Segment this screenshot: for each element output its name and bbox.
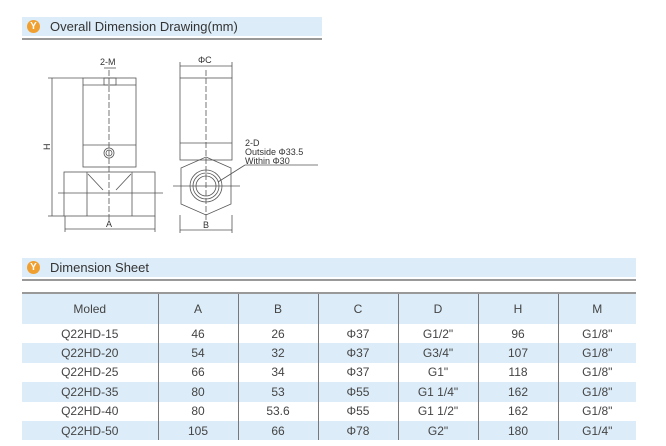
table-cell: G1/8": [557, 362, 636, 383]
column-header: D: [397, 293, 478, 324]
table-cell: Q22HD-15: [61, 326, 119, 341]
sheet-section-header: Y Dimension Sheet: [22, 258, 636, 277]
table-cell: G1/8": [557, 382, 636, 402]
table-cell: 46: [157, 324, 238, 344]
table-cell: 34: [237, 362, 318, 383]
table-cell: 54: [157, 343, 238, 363]
c-label: ΦC: [198, 55, 212, 65]
y-icon: Y: [27, 261, 40, 274]
dimension-drawing: 2-M ΦC H A B 2-D Outside Φ33.5 Within Φ3…: [42, 55, 318, 233]
table-cell: Q22HD-40: [61, 404, 119, 419]
table-cell: 107: [477, 343, 558, 363]
table-cell: G1/8": [557, 324, 636, 344]
table-cell: G1 1/2": [397, 401, 478, 421]
d-label: 2-D: [245, 138, 260, 148]
table-cell: 32: [237, 343, 318, 363]
column-header: H: [477, 293, 558, 324]
table-cell: Φ55: [317, 401, 398, 421]
table-cell: G2": [397, 420, 478, 441]
column-header: Moled: [22, 293, 158, 324]
table-cell: 80: [157, 382, 238, 402]
column-header: C: [317, 293, 398, 324]
table-cell: 66: [157, 362, 238, 383]
m-label: 2-M: [100, 57, 116, 67]
table-cell: 53.6: [237, 401, 318, 421]
table-cell: 105: [157, 420, 238, 441]
table-cell: 66: [237, 420, 318, 441]
sheet-section-title: Dimension Sheet: [50, 260, 149, 275]
table-cell: Φ55: [317, 382, 398, 402]
table-cell: Q22HD-50: [22, 420, 158, 441]
column-header: M: [557, 293, 636, 324]
divider: [22, 279, 636, 281]
drawing-section-header: Y Overall Dimension Drawing(mm): [22, 17, 322, 36]
table-cell: 96: [477, 324, 558, 344]
a-label: A: [106, 219, 112, 229]
table-cell: 162: [477, 382, 558, 402]
outside-label: Outside Φ33.5: [245, 147, 303, 157]
table-cell: Q22HD-35: [22, 382, 158, 402]
table-cell: 162: [477, 401, 558, 421]
table-cell: 80: [157, 401, 238, 421]
table-cell: Q22HD-20: [22, 343, 158, 363]
table-cell: Q22HD-25: [61, 365, 119, 380]
y-icon: Y: [27, 20, 40, 33]
table-cell: G1/4": [557, 420, 636, 441]
table-cell: 118: [477, 362, 558, 383]
table-cell: 26: [237, 324, 318, 344]
divider: [22, 38, 322, 40]
within-label: Within Φ30: [245, 156, 290, 166]
table-cell: G1": [397, 362, 478, 383]
drawing-section-title: Overall Dimension Drawing(mm): [50, 19, 238, 34]
table-cell: G1/2": [397, 324, 478, 344]
table-cell: G1/8": [557, 343, 636, 363]
table-cell: 53: [237, 382, 318, 402]
table-cell: 180: [477, 420, 558, 441]
column-header: A: [157, 293, 238, 324]
table-cell: Φ78: [317, 420, 398, 441]
table-cell: Φ37: [317, 324, 398, 344]
h-label: H: [42, 144, 52, 151]
table-cell: Φ37: [317, 343, 398, 363]
column-header: B: [237, 293, 318, 324]
table-cell: G1/8": [557, 401, 636, 421]
table-cell: G3/4": [397, 343, 478, 363]
table-cell: Φ37: [317, 362, 398, 383]
b-label: B: [203, 220, 209, 230]
table-cell: G1 1/4": [397, 382, 478, 402]
